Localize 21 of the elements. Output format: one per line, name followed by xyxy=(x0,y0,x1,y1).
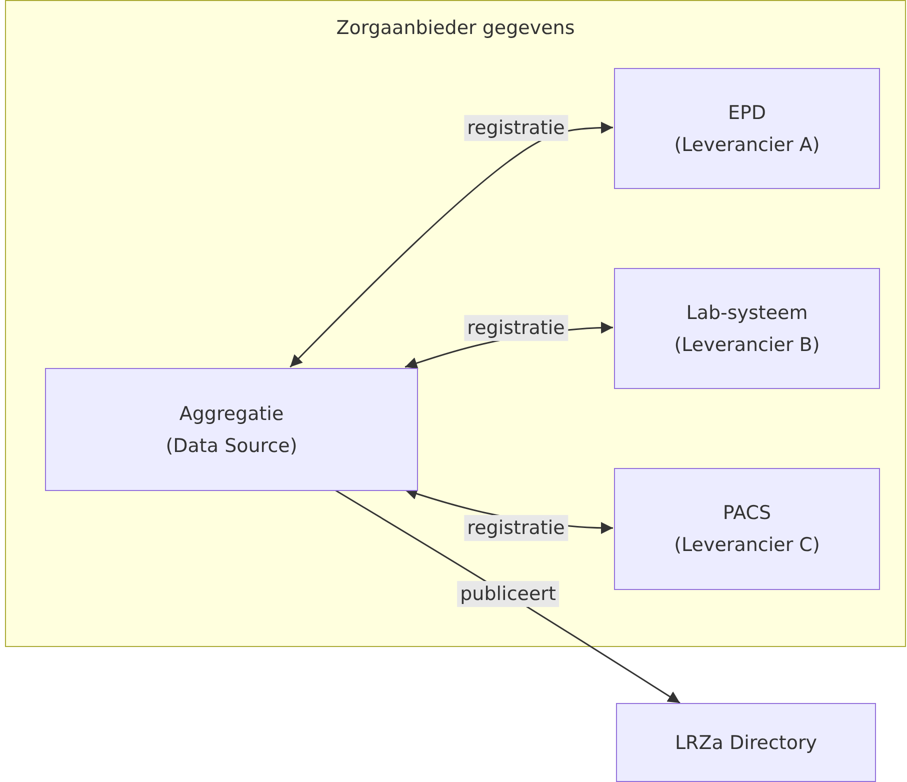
node-title: LRZa Directory xyxy=(674,732,818,754)
directory-box xyxy=(616,703,876,782)
group-box xyxy=(5,0,906,647)
system-box xyxy=(614,68,880,189)
edge-label: publiceert xyxy=(457,581,559,607)
system-box xyxy=(614,468,880,590)
edge-label: registratie xyxy=(464,115,568,141)
system-box xyxy=(614,268,880,389)
node-title: Aggregatie xyxy=(179,402,284,424)
edge-label: registratie xyxy=(464,515,568,541)
node-title: Lab-systeem xyxy=(686,302,808,324)
group-title: Zorgaanbieder gegevens xyxy=(336,17,575,39)
arrow xyxy=(290,122,613,368)
node-subtitle: (Leverancier B) xyxy=(674,334,820,356)
node-subtitle: (Data Source) xyxy=(166,434,298,456)
node-title: EPD xyxy=(728,102,766,124)
node-title: PACS xyxy=(722,502,772,524)
edge-label: registratie xyxy=(464,315,568,341)
node-subtitle: (Leverancier A) xyxy=(674,134,820,156)
process-box xyxy=(45,368,418,491)
node-subtitle: (Leverancier C) xyxy=(674,534,820,556)
